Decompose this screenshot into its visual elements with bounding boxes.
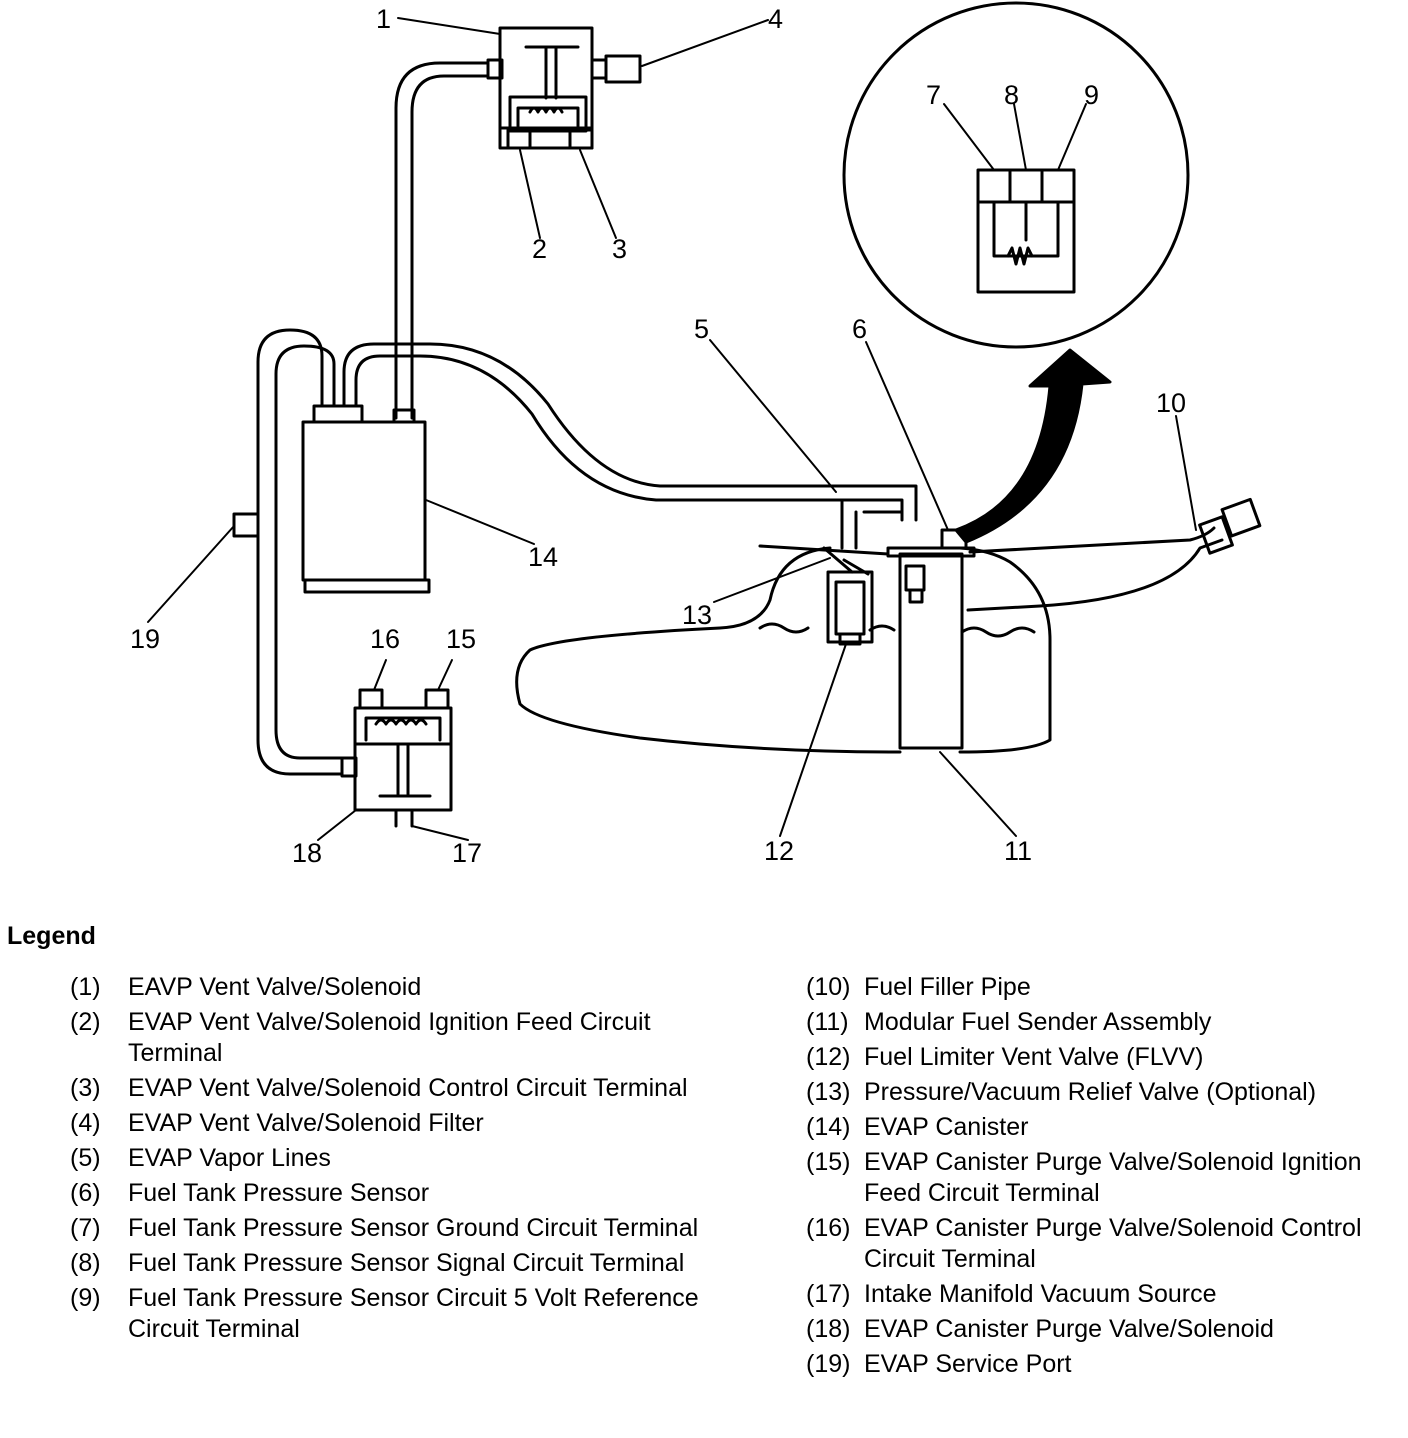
legend-column-left: (1)EAVP Vent Valve/Solenoid (2)EVAP Vent… [70,972,710,1349]
legend-item: (8)Fuel Tank Pressure Sensor Signal Circ… [70,1249,685,1277]
legend-item: (16)EVAP Canister Purge Valve/Solenoid C… [806,1214,1362,1273]
callout-14: 14 [528,542,558,572]
callout-16: 16 [370,624,400,654]
legend-item: (14)EVAP Canister [806,1113,1029,1141]
callout-19: 19 [130,624,160,654]
leader-lines [147,17,1197,841]
callout-9: 9 [1084,80,1099,110]
flvv-valve [758,544,890,646]
callout-18: 18 [292,838,322,868]
legend-title: Legend [7,922,96,950]
legend-item: (11)Modular Fuel Sender Assembly [806,1008,1212,1036]
fuel-sender [886,546,976,750]
legend-column-right: (10)Fuel Filler Pipe (11)Modular Fuel Se… [806,972,1406,1384]
callout-numbers: 1 2 3 4 5 6 7 8 9 10 11 12 13 14 15 16 1… [130,4,1186,868]
callout-6: 6 [852,314,867,344]
callout-11: 11 [1004,836,1032,866]
legend-item: (19)EVAP Service Port [806,1350,1072,1378]
callout-15: 15 [446,624,476,654]
legend-item: (12)Fuel Limiter Vent Valve (FLVV) [806,1043,1204,1071]
service-port [232,512,260,538]
legend-item: (18)EVAP Canister Purge Valve/Solenoid [806,1315,1274,1343]
fuel-tank [515,546,1052,754]
legend-item: (1)EAVP Vent Valve/Solenoid [70,973,422,1001]
sensor-connector-detail [842,1,1190,349]
callout-4: 4 [768,4,783,34]
legend-item: (10)Fuel Filler Pipe [806,973,1031,1001]
legend-item: (13)Pressure/Vacuum Relief Valve (Option… [806,1078,1317,1106]
vent-valve-solenoid [486,26,642,150]
legend-item: (17)Intake Manifold Vacuum Source [806,1280,1217,1308]
legend-item: (5)EVAP Vapor Lines [70,1144,331,1172]
fuel-filler-pipe [966,497,1262,612]
legend-item: (3)EVAP Vent Valve/Solenoid Control Circ… [70,1074,688,1102]
callout-3: 3 [612,234,627,264]
legend-item: (7)Fuel Tank Pressure Sensor Ground Circ… [70,1214,699,1242]
callout-2: 2 [532,234,547,264]
callout-1: 1 [376,4,391,34]
callout-17: 17 [452,838,482,868]
legend-item: (9)Fuel Tank Pressure Sensor Circuit 5 V… [70,1284,699,1343]
detail-arrow [954,348,1112,544]
legend-item: (15)EVAP Canister Purge Valve/Solenoid I… [806,1148,1362,1207]
evap-system-diagram: 1 2 3 4 5 6 7 8 9 10 11 12 13 14 15 16 1… [130,1,1262,868]
purge-valve-solenoid [340,688,453,828]
callout-10: 10 [1156,388,1186,418]
legend-item: (6)Fuel Tank Pressure Sensor [70,1179,430,1207]
evap-canister [301,404,431,594]
legend-item: (4)EVAP Vent Valve/Solenoid Filter [70,1109,484,1137]
callout-12: 12 [764,836,794,866]
callout-5: 5 [694,314,709,344]
callout-13: 13 [682,600,712,630]
callout-8: 8 [1004,80,1019,110]
legend-item: (2)EVAP Vent Valve/Solenoid Ignition Fee… [70,1008,651,1067]
callout-7: 7 [926,80,941,110]
canister-hoses [256,328,918,776]
